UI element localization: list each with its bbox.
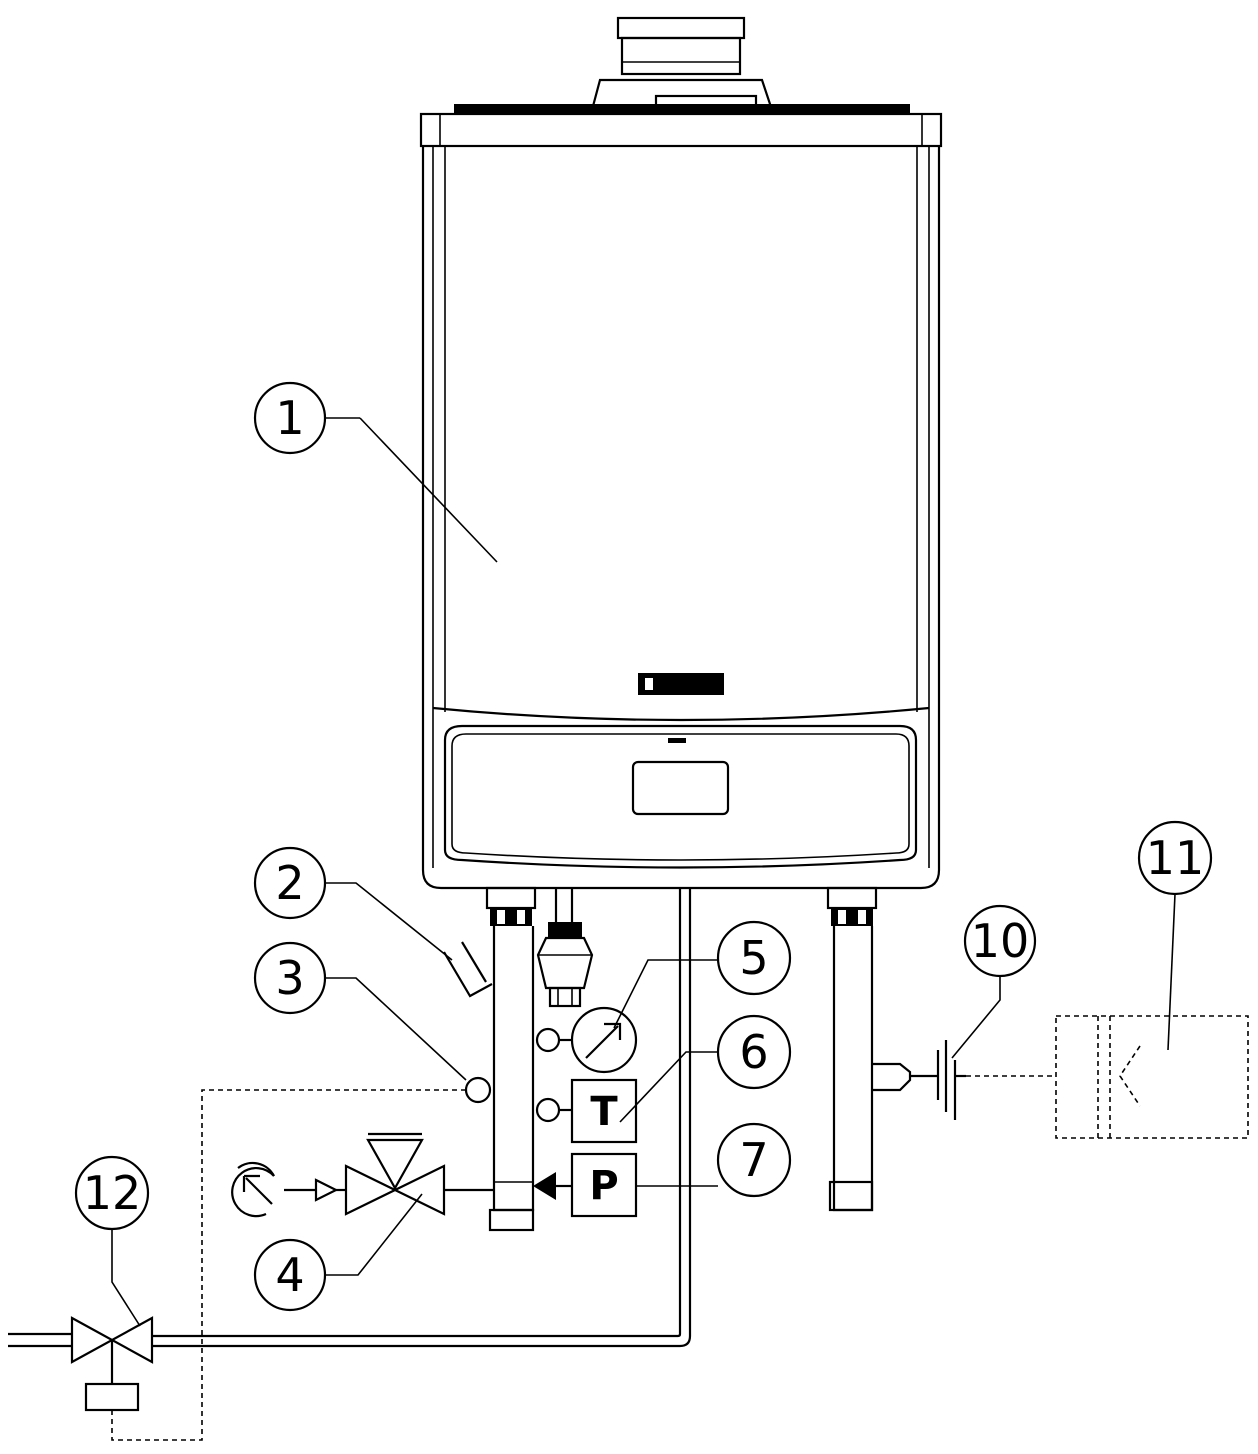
temperature-sensor-box: T bbox=[570, 1078, 638, 1144]
signal-lines bbox=[111, 1075, 1056, 1441]
callout-7-label: 7 bbox=[739, 1133, 768, 1187]
gas-connection bbox=[536, 888, 594, 1008]
pressure-label: P bbox=[589, 1163, 618, 1209]
callout-1-label: 1 bbox=[275, 391, 304, 445]
callout-6-label: 6 bbox=[739, 1025, 768, 1079]
callout-11: 11 bbox=[1137, 820, 1213, 896]
callout-12-label: 12 bbox=[83, 1166, 142, 1220]
remote-unit bbox=[1055, 1015, 1249, 1139]
flue-outlet bbox=[590, 16, 774, 112]
pressure-gauge-icon bbox=[570, 1006, 638, 1074]
callout-4: 4 bbox=[253, 1238, 327, 1312]
sensor-points bbox=[533, 1027, 572, 1200]
callout-7: 7 bbox=[716, 1122, 792, 1198]
return-pipe bbox=[826, 886, 966, 1212]
flow-pipe bbox=[485, 886, 537, 1232]
callout-1: 1 bbox=[253, 381, 327, 455]
callout-11-label: 11 bbox=[1146, 831, 1205, 885]
callout-2-label: 2 bbox=[275, 856, 304, 910]
temperature-label: T bbox=[590, 1089, 618, 1135]
callout-12: 12 bbox=[74, 1155, 150, 1231]
callout-2: 2 bbox=[253, 846, 327, 920]
callout-3-label: 3 bbox=[275, 951, 304, 1005]
callout-6: 6 bbox=[716, 1014, 792, 1090]
sensor-3-circle bbox=[464, 1076, 492, 1104]
solenoid-valve bbox=[70, 1316, 154, 1412]
callout-10-label: 10 bbox=[971, 914, 1030, 968]
leader-lines bbox=[111, 417, 1176, 1327]
gas-supply-line bbox=[8, 888, 692, 1348]
boiler-body bbox=[419, 104, 943, 890]
callout-4-label: 4 bbox=[275, 1248, 304, 1302]
pressure-sensor-box: P bbox=[570, 1152, 638, 1218]
callout-3: 3 bbox=[253, 941, 327, 1015]
callout-5: 5 bbox=[716, 920, 792, 996]
callout-10: 10 bbox=[963, 904, 1037, 978]
callout-5-label: 5 bbox=[739, 931, 768, 985]
safety-valve bbox=[231, 1132, 494, 1218]
drain-fitting bbox=[443, 941, 493, 998]
